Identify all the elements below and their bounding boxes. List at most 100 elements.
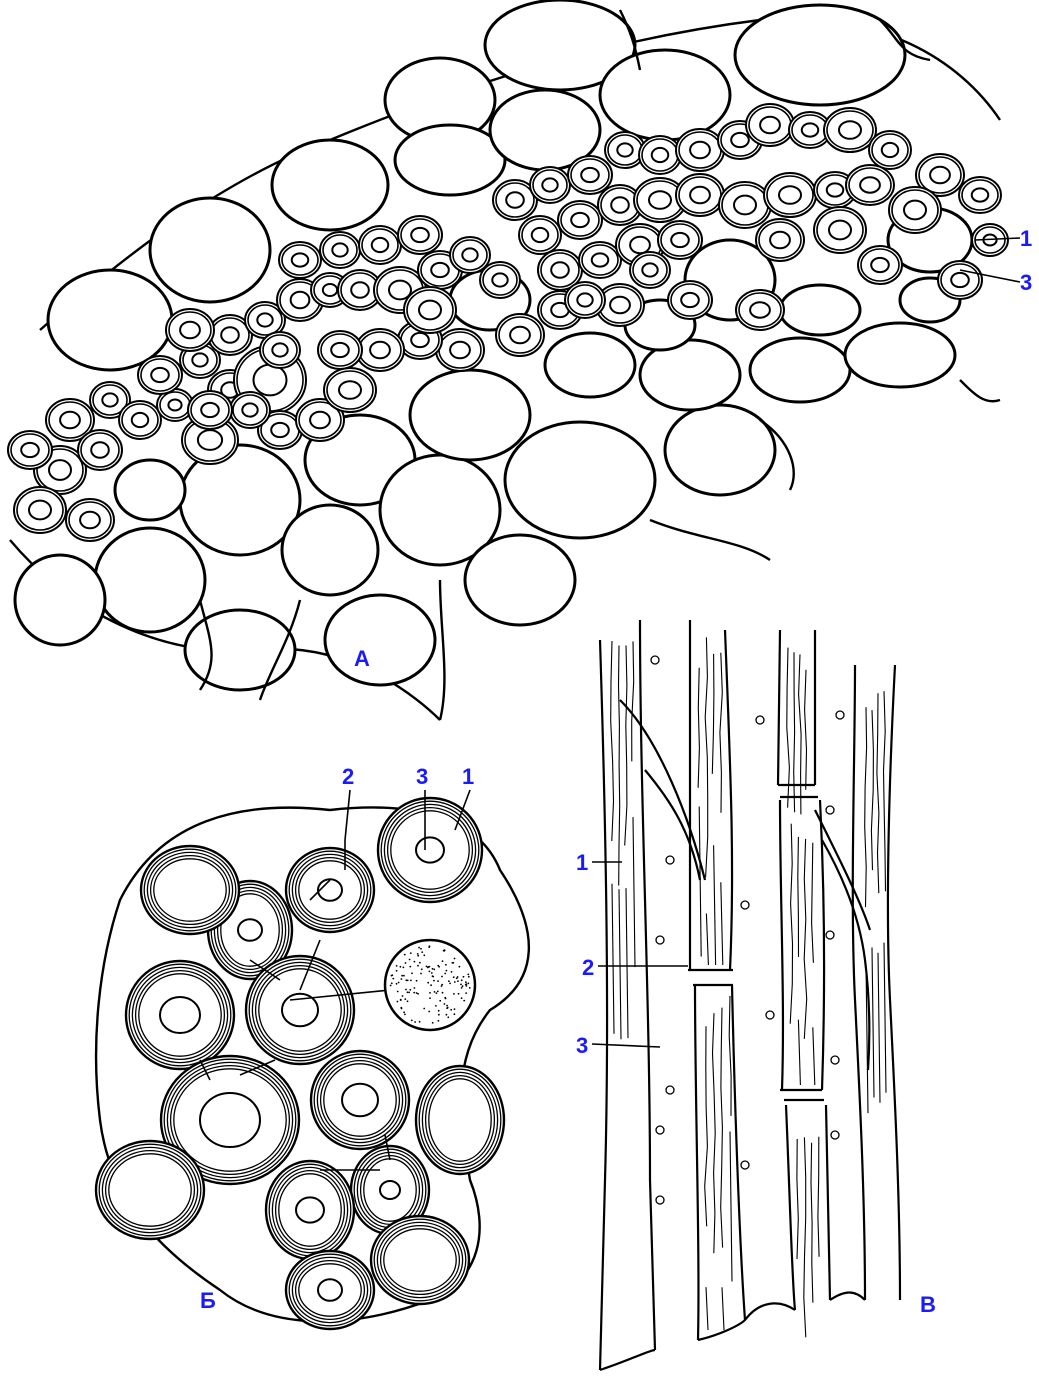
panel-v-fiber-edge <box>853 665 865 1300</box>
panel-a-label-1: 1 <box>1020 226 1032 251</box>
panel-v-label-1: 1 <box>576 850 588 875</box>
small-cell <box>398 216 442 254</box>
small-cell <box>356 329 404 371</box>
small-cell <box>889 187 941 233</box>
pore <box>666 856 674 864</box>
pore <box>836 711 844 719</box>
fiber-cross-section <box>96 1141 204 1239</box>
small-cell <box>320 232 360 268</box>
small-cell <box>78 430 122 470</box>
pore <box>826 806 834 814</box>
small-cell <box>736 290 784 330</box>
panel-v-fiber-edge <box>826 1105 830 1300</box>
small-cell <box>230 392 270 428</box>
fiber-cross-section <box>378 798 482 902</box>
panel-b-fiber-detail: 2 3 1 Б <box>96 764 529 1329</box>
small-cell <box>188 391 232 429</box>
fiber-cross-section <box>141 846 239 934</box>
panel-v-torn-edge <box>830 1293 865 1301</box>
small-cell <box>938 261 982 299</box>
fiber-cross-section <box>311 1051 409 1149</box>
small-cell <box>404 287 456 333</box>
small-cell <box>658 221 702 259</box>
small-cell <box>359 226 401 264</box>
pore <box>831 1131 839 1139</box>
panel-v-fiber-edge <box>888 665 900 1300</box>
small-cell <box>746 104 794 146</box>
pore <box>656 1126 664 1134</box>
small-cell <box>676 174 724 216</box>
panel-v-fiber-edge <box>695 985 698 1340</box>
panel-v-fiber-edge <box>780 800 783 1090</box>
small-cell <box>260 332 300 368</box>
fiber-cross-section <box>266 1161 354 1259</box>
pore <box>741 901 749 909</box>
small-cell <box>496 314 544 356</box>
fiber-cross-section <box>416 1066 504 1174</box>
panel-a-letter: А <box>354 646 370 671</box>
panel-b-cells <box>96 798 504 1329</box>
small-cell <box>450 237 490 273</box>
small-cell <box>676 129 724 171</box>
fiber-cross-section <box>246 956 354 1064</box>
panel-v-fiber-edge <box>786 1105 795 1310</box>
pore <box>831 1056 839 1064</box>
panel-v-label-3: 3 <box>576 1033 588 1058</box>
small-cell <box>66 499 114 541</box>
fiber-cross-section <box>371 1216 469 1304</box>
small-cell <box>480 262 520 298</box>
panel-b-label-2: 2 <box>342 764 354 789</box>
small-cell <box>436 329 484 371</box>
fiber-cross-section <box>126 961 234 1069</box>
small-cell <box>519 216 561 254</box>
small-cell <box>630 252 670 288</box>
panel-a-wall <box>960 380 1000 401</box>
panel-v-fiber-edge <box>725 630 732 970</box>
small-cell <box>764 173 816 217</box>
panel-b-label-1: 1 <box>462 764 474 789</box>
panel-a-wall <box>650 520 770 560</box>
small-cell <box>719 182 771 228</box>
panel-a-label-3: 3 <box>1020 270 1032 295</box>
small-cell <box>318 331 362 369</box>
pore <box>756 716 764 724</box>
panel-v-fiber-edge <box>640 620 655 1350</box>
panel-v-fiber-edge <box>732 985 745 1320</box>
small-cell <box>756 219 804 261</box>
small-cell <box>565 282 605 318</box>
small-cell <box>858 246 902 284</box>
panel-v-torn-edge <box>600 1350 655 1370</box>
pore <box>826 931 834 939</box>
small-cell <box>668 281 712 319</box>
small-cell <box>558 201 602 239</box>
small-cell <box>846 165 894 205</box>
small-cell <box>814 207 866 253</box>
small-cell <box>824 108 876 152</box>
pore <box>651 656 659 664</box>
fiber-cross-section <box>286 848 374 932</box>
pore <box>741 1161 749 1169</box>
fiber-cross-section <box>286 1251 374 1329</box>
small-cell <box>959 177 1001 213</box>
panel-v-leader-3 <box>592 1044 660 1047</box>
panel-v-fiber-edge <box>778 630 780 785</box>
small-cell <box>119 401 161 439</box>
panel-v-letter: В <box>920 1292 936 1317</box>
panel-v-label-2: 2 <box>582 955 594 980</box>
panel-b-label-3: 3 <box>416 764 428 789</box>
panel-v-longitudinal-fibers: 1 2 3 В <box>576 620 936 1370</box>
pore <box>666 1086 674 1094</box>
panel-a-cross-section: 1 3 А <box>8 0 1032 720</box>
small-cell <box>639 136 681 174</box>
small-cell <box>579 242 621 278</box>
pore <box>656 936 664 944</box>
panel-b-letter: Б <box>200 1288 216 1313</box>
small-cell <box>279 242 321 278</box>
small-cell <box>14 487 66 533</box>
small-cell <box>530 167 570 203</box>
panel-v-torn-edge <box>698 1303 795 1340</box>
small-cell <box>869 131 911 169</box>
small-cell <box>8 431 52 469</box>
small-cell <box>138 356 182 394</box>
